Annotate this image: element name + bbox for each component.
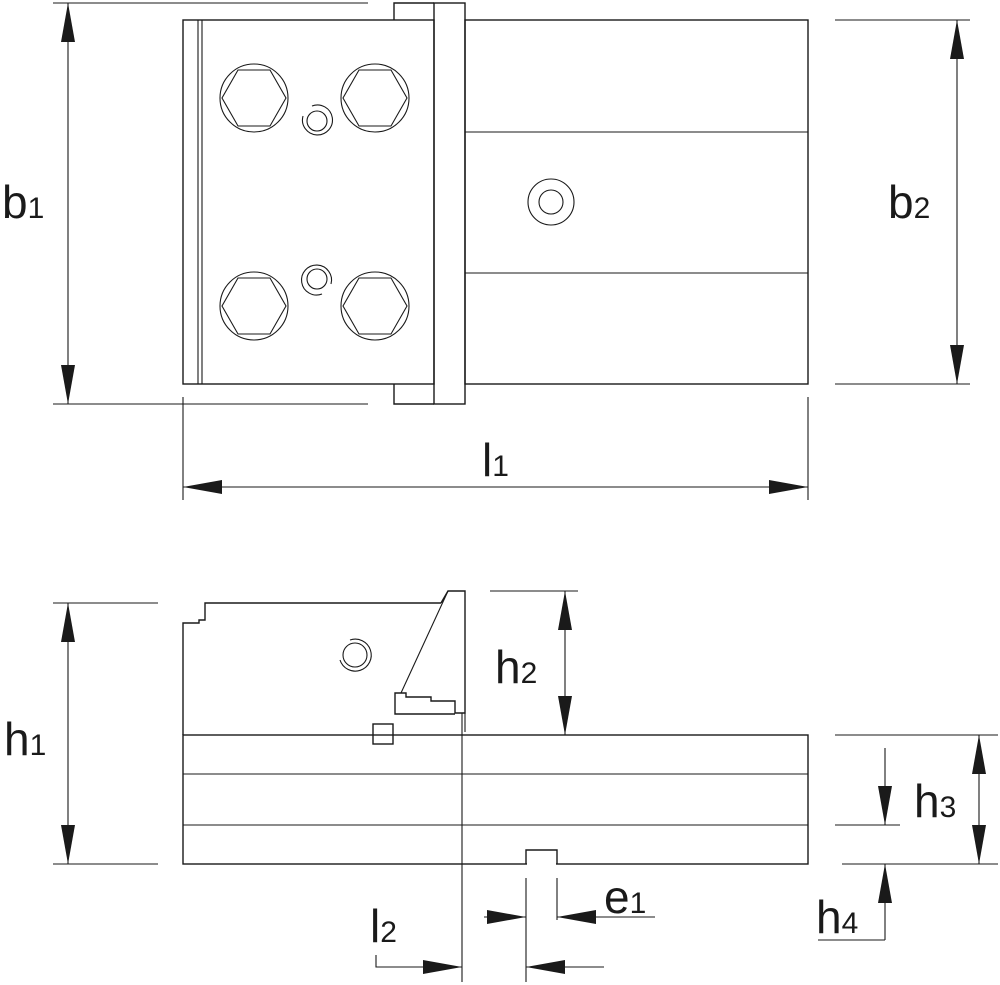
clamp-body-outline bbox=[182, 19, 435, 385]
label-h1: h1 bbox=[4, 713, 46, 765]
dimension-h3 bbox=[835, 734, 998, 865]
bottom-key bbox=[525, 849, 558, 864]
label-h3: h3 bbox=[914, 775, 956, 827]
dimension-h2 bbox=[490, 590, 578, 735]
side-view bbox=[53, 590, 998, 982]
key-block bbox=[372, 723, 394, 745]
dimension-e1 bbox=[484, 878, 655, 982]
label-e1: e1 bbox=[604, 871, 646, 923]
label-h4: h4 bbox=[816, 891, 858, 943]
label-l1: l1 bbox=[482, 434, 509, 486]
base-rail-side bbox=[182, 734, 809, 865]
label-b1: b1 bbox=[2, 176, 44, 228]
dimension-b1 bbox=[53, 2, 368, 405]
dimension-h1 bbox=[53, 602, 158, 865]
jaw-tab-top bbox=[393, 2, 434, 20]
rail-hole-inner bbox=[538, 189, 564, 215]
hex-screw-top-right bbox=[340, 63, 410, 133]
label-b2: b2 bbox=[888, 176, 930, 228]
pin-bottom bbox=[300, 264, 333, 296]
jaw-slant-line bbox=[400, 590, 449, 694]
hex-screw-top-left bbox=[219, 63, 289, 133]
label-h2: h2 bbox=[495, 641, 537, 693]
dimension-l1 bbox=[182, 397, 809, 500]
clamp-body-side bbox=[182, 602, 441, 735]
jaw-tab-bottom bbox=[393, 384, 434, 405]
rail-hole-outer bbox=[527, 178, 575, 226]
label-l2: l2 bbox=[370, 900, 397, 952]
base-rail-outline bbox=[464, 19, 809, 385]
side-screw-inner bbox=[342, 642, 368, 668]
side-screw-outer bbox=[339, 638, 372, 672]
dimension-b2 bbox=[835, 19, 970, 385]
hex-screw-bottom-left bbox=[219, 271, 289, 341]
dimension-h4 bbox=[818, 864, 892, 941]
hex-screw-bottom-right bbox=[340, 271, 410, 341]
top-view bbox=[53, 2, 970, 500]
pin-top bbox=[301, 104, 334, 136]
dimension-l2 bbox=[375, 955, 462, 974]
jaw-plate bbox=[433, 2, 466, 405]
jaw-profile bbox=[394, 590, 466, 715]
